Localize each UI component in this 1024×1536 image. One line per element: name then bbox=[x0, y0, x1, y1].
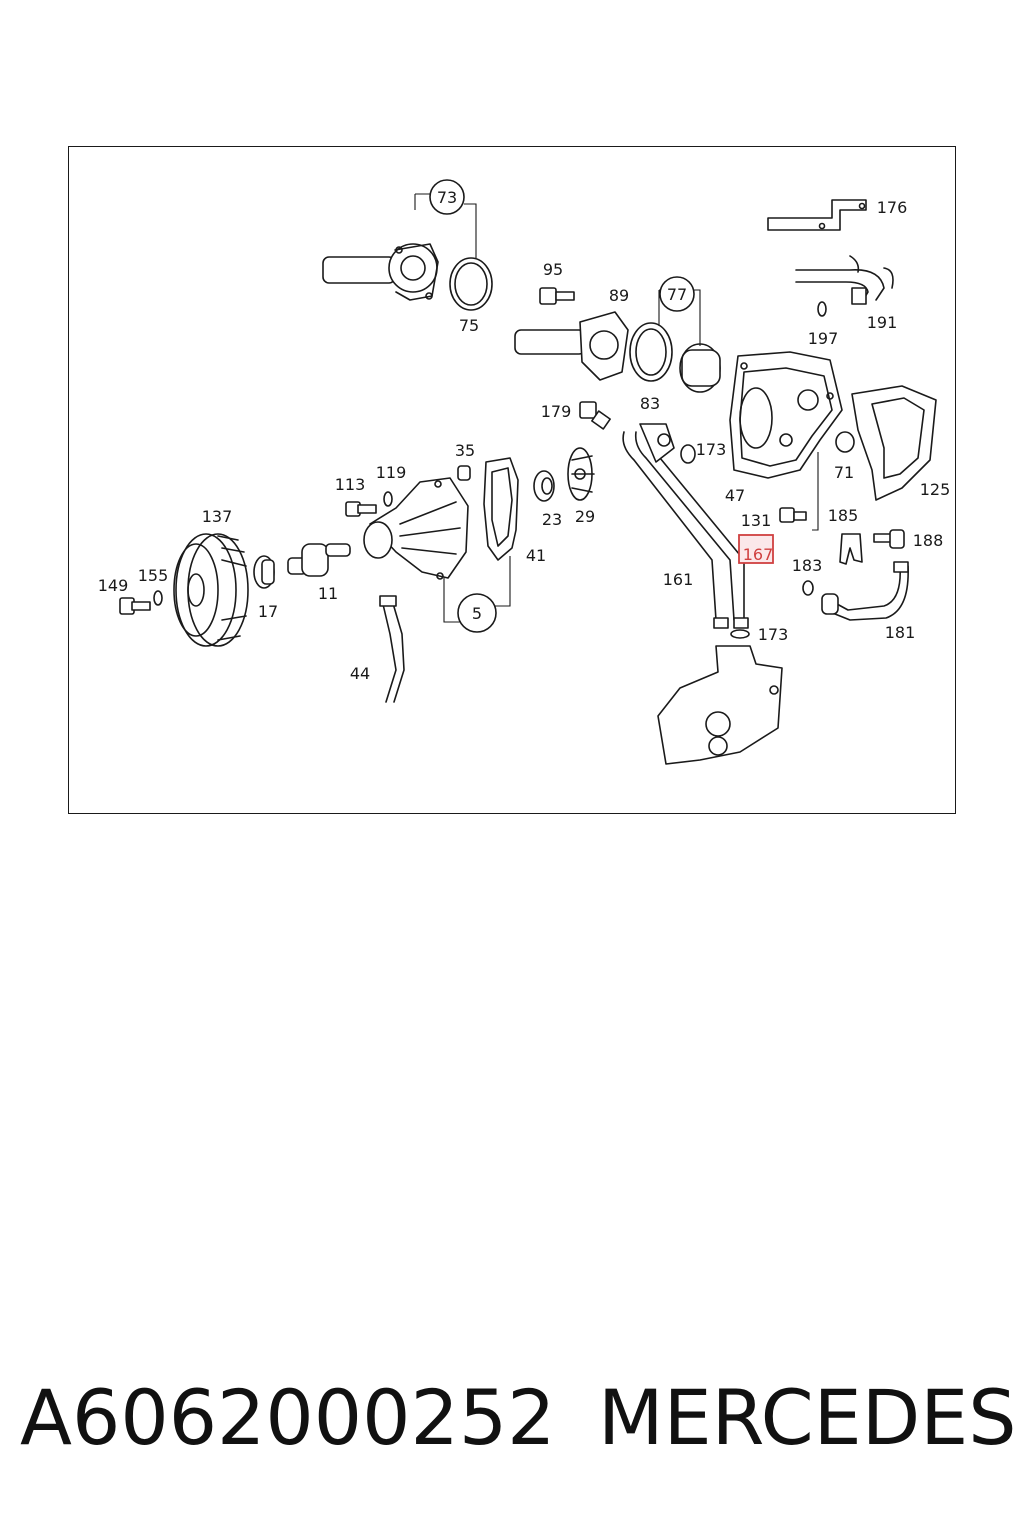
label-131: 131 bbox=[741, 511, 772, 530]
label-44: 44 bbox=[350, 664, 370, 683]
bolt-179 bbox=[579, 401, 611, 430]
shaft-11 bbox=[287, 543, 351, 577]
label-113: 113 bbox=[335, 475, 366, 494]
washer-197 bbox=[817, 301, 827, 317]
washer-155 bbox=[153, 590, 163, 606]
label-23: 23 bbox=[542, 510, 562, 529]
label-119: 119 bbox=[376, 463, 407, 482]
label-71: 71 bbox=[834, 463, 854, 482]
label-179: 179 bbox=[541, 402, 572, 421]
label-29: 29 bbox=[575, 507, 595, 526]
label-183: 183 bbox=[792, 556, 823, 575]
label-47: 47 bbox=[725, 486, 745, 505]
label-125: 125 bbox=[920, 480, 951, 499]
bolt-131 bbox=[779, 507, 807, 523]
callout-circle-73 bbox=[429, 179, 465, 215]
label-75: 75 bbox=[459, 316, 479, 335]
caption-bar: A6062000252 MERCEDES bbox=[0, 1368, 1024, 1468]
label-161: 161 bbox=[663, 570, 694, 589]
bolt-113 bbox=[345, 501, 377, 517]
label-173b: 173 bbox=[758, 625, 789, 644]
label-35: 35 bbox=[455, 441, 475, 460]
hose-44 bbox=[381, 599, 405, 703]
highlight-box-167 bbox=[738, 534, 774, 564]
thermostat-cover-89 bbox=[514, 311, 629, 381]
label-188: 188 bbox=[913, 531, 944, 550]
pulley-137 bbox=[173, 533, 249, 647]
thermostat-77 bbox=[679, 343, 721, 393]
gasket-41 bbox=[483, 457, 519, 561]
bolt-149 bbox=[119, 597, 151, 615]
hub-17 bbox=[253, 555, 275, 589]
label-197: 197 bbox=[808, 329, 839, 348]
seal-173a bbox=[680, 444, 696, 464]
o-ring-75 bbox=[449, 257, 493, 311]
seal-173b bbox=[730, 629, 750, 639]
bracket-176 bbox=[767, 199, 867, 231]
gasket-125 bbox=[851, 385, 937, 501]
washer-183 bbox=[802, 580, 814, 596]
pipe-161 bbox=[622, 423, 749, 629]
label-83: 83 bbox=[640, 394, 660, 413]
pipe-191 bbox=[795, 255, 894, 305]
bolt-188 bbox=[873, 529, 905, 549]
exploded-parts-diagram: 73 75 95 89 77 176 191 197 83 179 173 35… bbox=[98, 179, 951, 765]
callout-circle-77 bbox=[659, 276, 695, 312]
label-185: 185 bbox=[828, 506, 859, 525]
hose-44-clamp bbox=[379, 595, 397, 607]
label-17: 17 bbox=[258, 602, 278, 621]
label-5: 5 bbox=[472, 604, 482, 623]
label-41: 41 bbox=[526, 546, 546, 565]
label-11: 11 bbox=[318, 584, 338, 603]
label-149: 149 bbox=[98, 576, 129, 595]
label-191: 191 bbox=[867, 313, 898, 332]
label-176: 176 bbox=[877, 198, 908, 217]
bolt-95 bbox=[539, 287, 575, 305]
brand-name: MERCEDES bbox=[598, 1373, 1017, 1462]
water-pump-body bbox=[363, 477, 469, 580]
housing-47 bbox=[729, 351, 843, 479]
part-number: A6062000252 bbox=[20, 1373, 556, 1462]
washer-119 bbox=[383, 491, 393, 507]
impeller-29 bbox=[567, 447, 595, 501]
label-95: 95 bbox=[543, 260, 563, 279]
pipe-181 bbox=[821, 561, 909, 621]
seal-23 bbox=[533, 470, 555, 502]
oil-filter-housing bbox=[657, 645, 783, 765]
parts-diagram-frame bbox=[68, 146, 956, 814]
label-167-highlighted: 167 bbox=[743, 545, 774, 564]
bracket-185 bbox=[839, 533, 863, 565]
label-173a: 173 bbox=[696, 440, 727, 459]
label-89: 89 bbox=[609, 286, 629, 305]
thermostat-housing-part bbox=[322, 243, 439, 301]
o-ring-83 bbox=[629, 322, 673, 382]
bushing-35 bbox=[457, 465, 471, 481]
label-73: 73 bbox=[437, 188, 457, 207]
callout-circle-5 bbox=[457, 593, 497, 633]
label-155: 155 bbox=[138, 566, 169, 585]
plug-71 bbox=[835, 431, 855, 453]
label-77: 77 bbox=[667, 285, 687, 304]
label-181: 181 bbox=[885, 623, 916, 642]
label-137: 137 bbox=[202, 507, 233, 526]
